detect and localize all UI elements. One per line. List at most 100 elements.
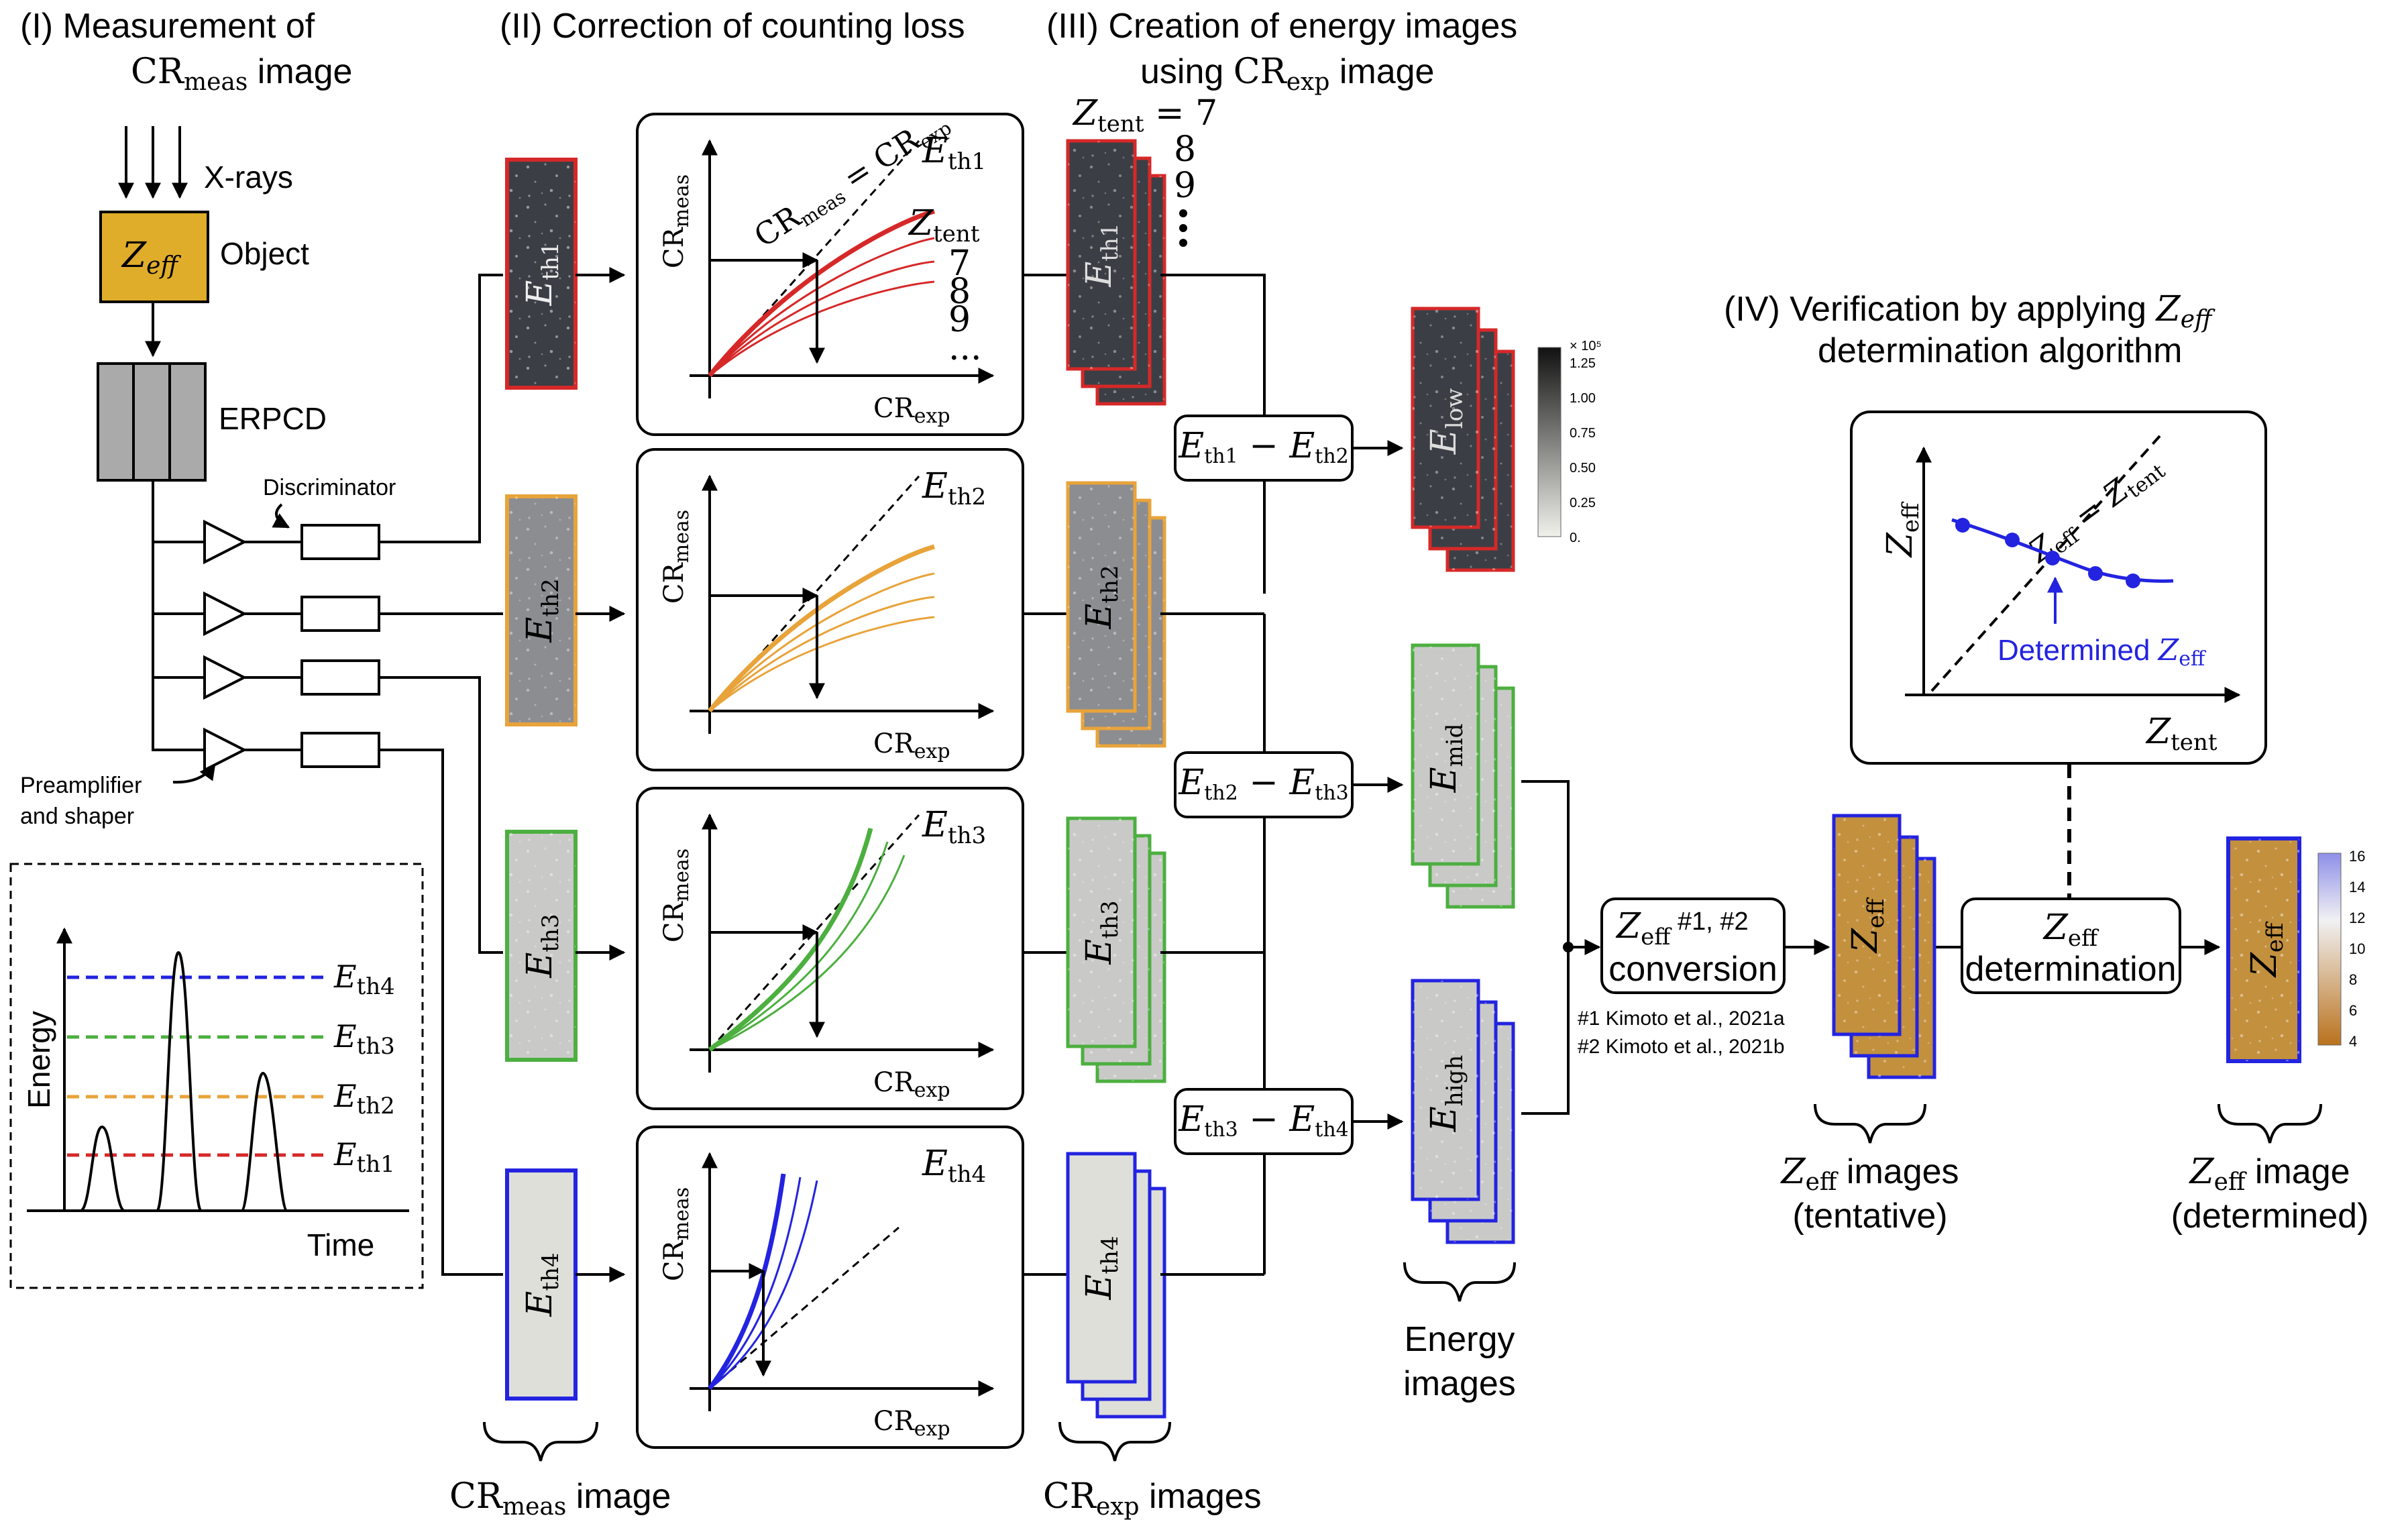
discriminator-label: Discriminator: [263, 475, 396, 500]
ztent-value-9: 9: [1174, 166, 1196, 206]
zeff-plot-frame: [1850, 411, 2267, 765]
crmeas-label-th2: Eth2: [520, 578, 564, 643]
zeff-curve: [1951, 518, 2174, 583]
section-3-title: (III) Creation of energy images: [1046, 7, 1517, 46]
crmeas-to-graph-arrows: [576, 267, 626, 1283]
graph-curve: [708, 596, 935, 712]
subtract-box-1: Eth2 − Eth3: [1174, 751, 1354, 818]
crmeas-label-th1: Eth1: [520, 241, 564, 306]
ztent-list: Ztent = 7: [1072, 93, 1217, 138]
zeff-colorbar-tick: 12: [2349, 910, 2365, 926]
graph-curve-label: 9: [948, 300, 971, 340]
determined-caption-1: Zeff image: [2188, 1152, 2350, 1196]
arrow-icon: [172, 763, 216, 784]
tentative-zeff-images: Zeff: [1832, 814, 1936, 1079]
tentative-caption-1: Zeff images: [1780, 1152, 1959, 1196]
graph-curve: [708, 572, 935, 712]
discriminator-box: [300, 524, 380, 560]
pulse-inset: [9, 863, 424, 1289]
crmeas-caption: CRmeas image: [449, 1476, 671, 1521]
svg-text:Eth3 − Eth4: Eth3 − Eth4: [1178, 1099, 1349, 1142]
svg-text:Eth1 − Eth2: Eth1 − Eth2: [1178, 426, 1349, 468]
discriminators: [300, 524, 380, 768]
graph-xlabel: CRexp: [873, 393, 950, 428]
brace-icon: [483, 1421, 598, 1462]
zeff-plot-ylabel: Zeff: [1880, 501, 1924, 558]
graph-curve-label: 7: [948, 243, 971, 284]
graph-curve: [708, 544, 935, 713]
determined-caption-2: (determined): [2171, 1197, 2369, 1236]
preamp-label-2: and shaper: [20, 804, 134, 829]
brace-icon: [1814, 1103, 1926, 1144]
graph-curve: [708, 209, 935, 378]
inset-threshold-labels: Eth4 Eth3 Eth2 Eth1: [333, 959, 395, 1178]
energy-label-mid: Emid: [1424, 724, 1468, 794]
pulse-curves: [79, 950, 288, 1212]
graph-curve: [709, 280, 935, 377]
graph-xlabel: CRexp: [873, 728, 950, 763]
zeff-conversion-box: [1600, 897, 1786, 994]
graph-ztent-label: Ztent: [908, 203, 980, 248]
detector-wiring: [152, 480, 205, 751]
object-box: [99, 211, 209, 303]
brace-icon: [1403, 1262, 1516, 1302]
zeff-colorbar-tick: 6: [2349, 1002, 2357, 1019]
signal-routing: [379, 274, 503, 1276]
energy-caption-2: images: [1403, 1364, 1516, 1403]
preamp-label-1: Preamplifier: [20, 773, 142, 798]
crexp-stack-th1: Eth1: [1066, 139, 1166, 406]
svg-text:Eth4: Eth4: [333, 959, 395, 1000]
gray-colorbar-ticks: 1.251.000.750.500.250.: [1570, 356, 1596, 545]
graph-curve: [708, 237, 935, 377]
zeff-colorbar-tick: 14: [2349, 879, 2365, 895]
graph-curve: [709, 1180, 818, 1390]
zeff-colorbar-tick: 8: [2349, 971, 2357, 988]
brace-icon: [1058, 1421, 1171, 1462]
determined-zeff-text: Determined Zeff: [1997, 633, 2207, 671]
svg-text:Eth1: Eth1: [333, 1136, 395, 1178]
gray-colorbar: [1537, 347, 1562, 537]
gray-colorbar-tick: 1.25: [1570, 356, 1596, 371]
crexp-label-th3: Eth3: [1079, 900, 1124, 965]
graph-curve: [709, 855, 906, 1051]
graph-curve-label: ...: [948, 328, 982, 368]
graph-curve: [708, 1177, 802, 1390]
brace-icon: [2218, 1103, 2322, 1144]
graph-threshold-label: Eth4: [922, 1144, 986, 1188]
energy-to-conversion-wiring: [1521, 765, 2221, 1115]
gray-colorbar-tick: 1.00: [1570, 391, 1596, 406]
zeff-colorbar-tick: 16: [2349, 848, 2365, 865]
conversion-label: conversion: [1608, 950, 1777, 989]
amplifier-icon: [203, 519, 248, 565]
discriminator-box: [300, 596, 380, 632]
tentative-image-label: Zeff: [1845, 897, 1890, 954]
subtract-box-0: Eth1 − Eth2: [1174, 415, 1354, 482]
arrow-icon: [272, 503, 290, 529]
inset-xlabel: Time: [307, 1227, 375, 1262]
crexp-stack-th2: Eth2: [1066, 481, 1166, 748]
reference-2: #2 Kimoto et al., 2021b: [1578, 1036, 1785, 1058]
graph-curve: [709, 616, 935, 712]
crexp-label-th1: Eth1: [1079, 223, 1124, 287]
energy-image-high: Ehigh: [1411, 979, 1515, 1244]
crexp-stack-th4: Eth4: [1066, 1152, 1166, 1419]
crmeas-image-th4: Eth4: [505, 1168, 578, 1401]
crmeas-image-th3: Eth3: [505, 830, 578, 1062]
tentative-caption-2: (tentative): [1792, 1197, 1947, 1236]
graph-ylabel: CRmeas: [659, 1187, 694, 1281]
crexp-label-th2: Eth2: [1079, 565, 1124, 629]
xrays-label: X-rays: [204, 160, 293, 195]
energy-label-low: Elow: [1424, 388, 1468, 455]
energy-caption-1: Energy: [1405, 1320, 1515, 1359]
gray-colorbar-tick: 0.50: [1570, 461, 1596, 476]
determined-image-label: Zeff: [2244, 921, 2289, 978]
ztent-value-8: 8: [1174, 129, 1196, 170]
energy-label-high: Ehigh: [1424, 1055, 1468, 1132]
graph-threshold-label: Eth3: [922, 805, 986, 849]
